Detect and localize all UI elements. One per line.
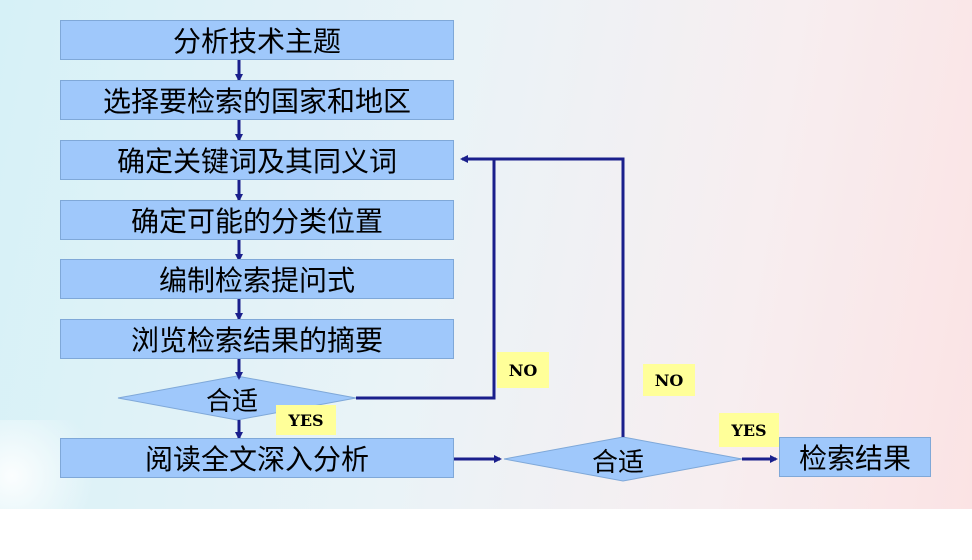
step-classification: 确定可能的分类位置 [60, 200, 454, 240]
yes-label-2: YES [719, 413, 779, 447]
step-compile-query: 编制检索提问式 [60, 259, 454, 299]
step-read-fulltext: 阅读全文深入分析 [60, 438, 454, 478]
arrow-no-loop-2 [494, 157, 625, 437]
yes-label-1: YES [276, 405, 336, 435]
arrow-no-loop-1 [356, 155, 496, 400]
no-label-1: NO [497, 352, 549, 388]
step-analyze-topic: 分析技术主题 [60, 20, 454, 60]
search-result-box: 检索结果 [779, 437, 931, 477]
decision-2-label: 合适 [592, 448, 645, 478]
step-keywords-synonyms: 确定关键词及其同义词 [60, 140, 454, 180]
step-select-countries: 选择要检索的国家和地区 [60, 80, 454, 120]
flow-connectors [117, 60, 778, 482]
step-browse-abstracts: 浏览检索结果的摘要 [60, 319, 454, 359]
decision-1-label: 合适 [206, 387, 259, 417]
no-label-2: NO [643, 364, 695, 396]
